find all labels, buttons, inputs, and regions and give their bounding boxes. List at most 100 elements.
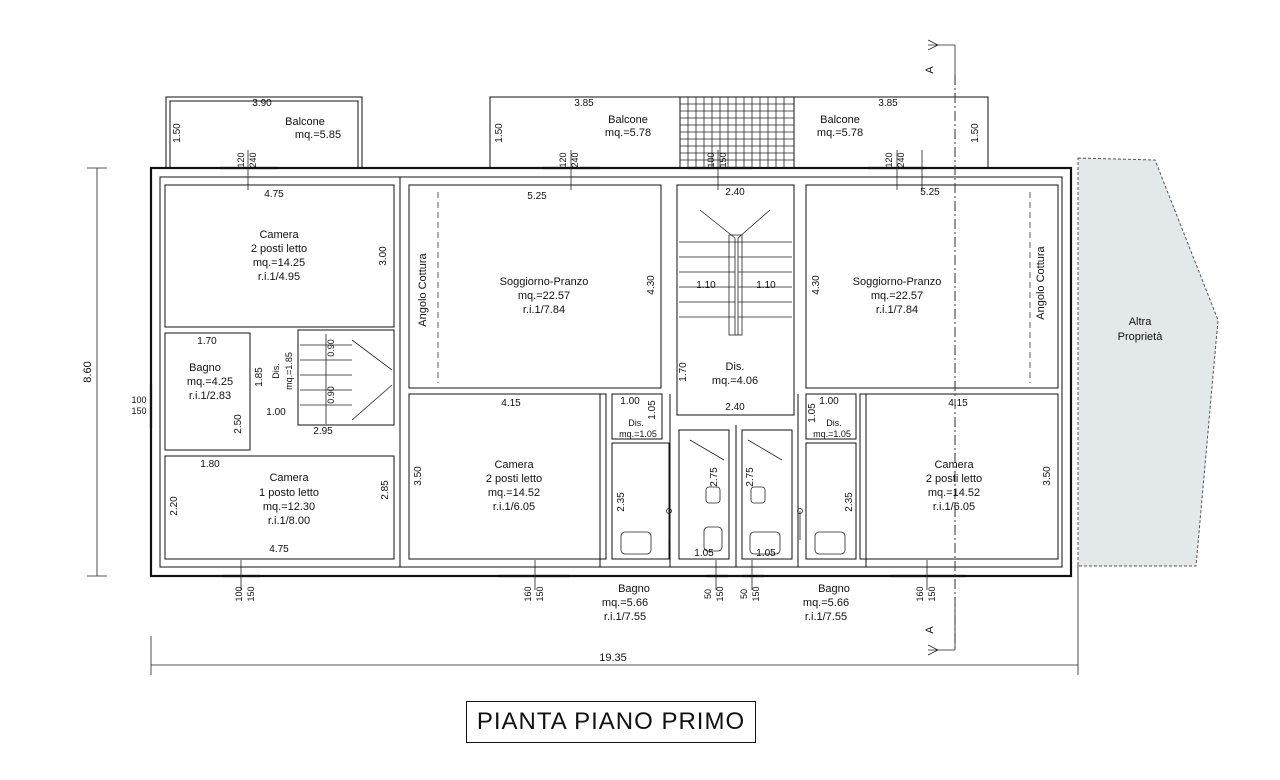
stair-2: 0.90 [326,386,336,404]
dis-w-name: Dis. [271,363,281,379]
flight-l: 1.10 [696,280,716,291]
camera-sw-area: mq.=12.30 [263,501,315,513]
bagno-l-ri: r.i.1/7.55 [604,611,646,623]
liv-l-name: Soggiorno-Pranzo [500,276,589,288]
section-mark-top: A [924,66,936,74]
liv-r-height: 4.30 [811,275,822,295]
neighbor-label-2: Proprietà [1118,331,1164,343]
dis-r-w: 1.00 [819,396,839,407]
dis-l-h: 1.05 [647,400,658,420]
dis-r-area: mq.=1.05 [813,429,851,439]
balcony-cl-width: 3.85 [574,98,594,109]
cam-l-name: Camera [494,459,534,471]
dis-r-name: Dis. [826,418,842,428]
cam-r-height: 3.50 [1042,466,1053,486]
drawing-title: PIANTA PIANO PRIMO [466,701,756,743]
cam-r-area: mq.=14.52 [928,487,980,499]
interior-walls [164,177,1059,567]
bagno-w-width: 1.70 [197,336,217,347]
cam-l-area: mq.=14.52 [488,487,540,499]
bagno-l-area: mq.=5.66 [602,597,648,609]
core-width-2: 2.40 [725,402,745,413]
liv-r-width: 5.25 [920,187,940,198]
bathroom-fixtures [620,439,846,555]
win-w-s5: 150 [927,586,937,601]
section-mark-bottom: A [924,626,936,634]
stair-grating [679,96,795,169]
nw-height: 3.00 [378,246,389,266]
win-h-west: 100 [131,395,146,405]
cam-l-sub: 2 posti letto [486,473,542,485]
bagno-l-name: Bagno [618,583,650,595]
flight-r: 1.10 [756,280,776,291]
dimension-lines [87,167,1079,675]
bath-r-h: 2.35 [844,492,855,512]
dis-height: 1.70 [678,362,689,382]
win-b-1: 240 [248,152,258,167]
camera-sw-ri: r.i.1/8.00 [268,515,310,527]
bagno-w-ri: r.i.1/2.83 [189,390,231,402]
cam-l-width: 4.15 [501,398,521,409]
liv-l-width: 5.25 [527,191,547,202]
balcony-cl-area: mq.=5.78 [605,127,651,139]
cam-r-width: 4.15 [948,398,968,409]
balcony-cr-width: 3.85 [878,98,898,109]
sw-left: 2.20 [169,496,180,516]
win-h-core: 100 [706,152,716,167]
nw-width: 4.75 [264,189,284,200]
balcony-cl-name: Balcone [608,114,648,126]
section-line [927,39,956,656]
camera-nw-name: Camera [259,229,299,241]
bath-l-s: 2.75 [709,467,720,487]
balcony-cr-area: mq.=5.78 [817,127,863,139]
bath-r-w: 1.05 [756,548,776,559]
win-h-s1: 100 [234,586,244,601]
win-a-3: 120 [884,152,894,167]
stair-1: 0.90 [326,339,336,357]
win-b-3: 240 [896,152,906,167]
dis-l-w: 1.00 [620,396,640,407]
dis-r-h: 1.05 [807,403,818,423]
liv-l-area: mq.=22.57 [518,290,570,302]
dis-w-1: 1.85 [254,367,265,387]
camera-nw-sub: 2 posti letto [251,243,307,255]
bath-r-s: 2.75 [745,467,756,487]
liv-l-ri: r.i.1/7.84 [523,304,565,316]
win-w-west: 150 [131,406,146,416]
balcony-cl-depth: 1.50 [494,123,505,143]
small-stair [300,334,393,424]
win-w-core: 150 [718,152,728,167]
cam-r-ri: r.i.1/6.05 [933,501,975,513]
bagno-r-area: mq.=5.66 [803,597,849,609]
balcony-west-width: 3.90 [252,98,272,109]
dis-w-3: 1.00 [266,407,286,418]
cam-r-name: Camera [934,459,974,471]
win-a-2: 120 [558,152,568,167]
cam-r-sub: 2 posti letto [926,473,982,485]
win-w-s4: 150 [751,586,761,601]
bagno-w-area: mq.=4.25 [187,376,233,388]
neighbor-hatch [1077,157,1219,567]
neighbor-label-1: Altra [1129,316,1153,328]
dis-l-name: Dis. [628,418,644,428]
core-width: 2.40 [725,187,745,198]
dis-c-area: mq.=4.06 [712,375,758,387]
balcony-cr-depth: 1.50 [970,123,981,143]
win-w-s3: 150 [715,586,725,601]
bagno-w-height: 2.50 [233,414,244,434]
cam-l-ri: r.i.1/6.05 [493,501,535,513]
win-d-s3: 50 [703,589,713,599]
camera-sw-sub: 1 posto letto [259,487,319,499]
camera-nw-ri: r.i.1/4.95 [258,271,300,283]
balcony-west-name: Balcone [285,116,325,128]
bagno-w-name: Bagno [189,362,221,374]
balcony-west-depth: 1.50 [172,123,183,143]
bagno-r-name: Bagno [818,583,850,595]
sw-height: 2.85 [380,480,391,500]
liv-r-name: Soggiorno-Pranzo [853,276,942,288]
bath-l-w: 1.05 [694,548,714,559]
total-depth: 8.60 [82,361,94,382]
cam-l-height: 3.50 [413,466,424,486]
liv-r-area: mq.=22.57 [871,290,923,302]
